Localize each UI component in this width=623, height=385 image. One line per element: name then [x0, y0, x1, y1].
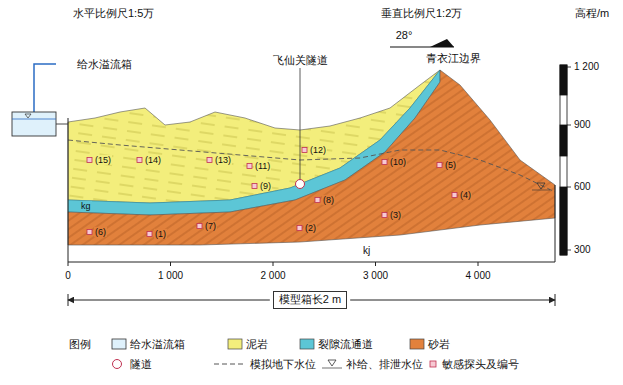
scale-note: 水平比例尺1:5万 — [72, 7, 155, 20]
legend-text: 敏感探头及编号 — [442, 358, 519, 371]
legend-title: 图例 — [68, 338, 92, 351]
sensor-number: (9) — [259, 181, 272, 191]
sensor-marker — [382, 213, 387, 218]
legend-text: 模拟地下水位 — [250, 358, 316, 371]
model-frame — [68, 118, 555, 262]
sensor-number: (11) — [254, 161, 271, 171]
dimension-tick — [555, 294, 556, 306]
sensor-number: (2) — [304, 223, 317, 233]
strata-code: kg — [80, 201, 92, 211]
legend-text: 裂隙流通道 — [318, 338, 373, 351]
groundwater-line — [68, 140, 555, 192]
sensor-number: (12) — [309, 145, 327, 155]
supply-tank — [12, 64, 68, 136]
sensor-number: (5) — [444, 160, 457, 170]
sensor-number: (6) — [94, 227, 107, 237]
elevation-bar — [560, 65, 571, 255]
legend-text: 隧道 — [130, 358, 152, 371]
sensor-marker — [207, 158, 212, 163]
sensor-number: (1) — [154, 229, 167, 239]
sensor-marker — [302, 148, 307, 153]
sensor-marker — [87, 230, 92, 235]
legend-text: 给水溢流箱 — [130, 338, 185, 351]
legend-text: 砂岩 — [428, 338, 450, 351]
axis-label: 3 000 — [362, 270, 389, 282]
tunnel-label: 飞仙关隧道 — [272, 54, 329, 67]
sensor-marker — [297, 226, 302, 231]
sensor-number: (15) — [94, 155, 112, 165]
sensor-marker — [252, 184, 257, 189]
sensor-number: (10) — [389, 157, 407, 167]
legend-swatch — [228, 339, 242, 349]
dimension-tick — [68, 294, 69, 306]
legend-tunnel-icon — [113, 360, 122, 369]
axis-label: 1 200 — [573, 61, 600, 73]
sensor-marker — [382, 160, 387, 165]
legend-swatch — [300, 339, 314, 349]
legend-text: 泥岩 — [246, 338, 268, 351]
legend-swatch — [410, 339, 424, 349]
sensor-number: (13) — [214, 155, 232, 165]
sensor-marker — [87, 158, 92, 163]
sensor-marker — [437, 163, 442, 168]
sensor-number: (4) — [459, 190, 472, 200]
axis-label: 0 — [64, 270, 72, 282]
sensor-number: (3) — [389, 210, 402, 220]
dip-angle: 28° — [395, 29, 414, 42]
sensor-number: (8) — [322, 195, 335, 205]
axis-ticks — [68, 262, 478, 266]
tank-label: 给水溢流箱 — [76, 58, 133, 71]
legend-tank-icon — [112, 339, 126, 349]
axis-title: 高程/m — [574, 7, 610, 20]
discharge-level — [532, 183, 550, 190]
axis-label: 900 — [573, 119, 592, 131]
sensor-number: (14) — [144, 155, 162, 165]
sensor-marker — [452, 193, 457, 198]
legend-level-icon — [322, 368, 342, 369]
legend-sensor-icon — [430, 361, 436, 367]
axis-label: 1 000 — [157, 270, 184, 282]
dimension-line — [350, 300, 555, 301]
dimension-line — [68, 300, 270, 301]
sensor-number: (7) — [204, 221, 217, 231]
boundary-label: 青衣江边界 — [425, 52, 482, 65]
tunnel — [296, 68, 305, 189]
sandstone-layer — [68, 70, 555, 245]
sensor-marker — [137, 158, 142, 163]
scale-note: 垂直比例尺1:2万 — [380, 7, 463, 20]
sensor-marker — [147, 232, 152, 237]
sensor-marker — [247, 164, 252, 169]
sensor-marker — [315, 198, 320, 203]
sensor-marker — [197, 224, 202, 229]
legend-text: 补给、排泄水位 — [346, 358, 423, 371]
axis-label: 4 000 — [464, 270, 491, 282]
axis-label: 600 — [573, 181, 592, 193]
legend-level-icon — [328, 360, 336, 366]
strata-code: kj — [362, 245, 371, 257]
dimension-text: 模型箱长2 m — [279, 293, 341, 306]
axis-label: 2 000 — [259, 270, 286, 282]
dimension-box: 模型箱长2 m — [273, 291, 347, 308]
axis-label: 300 — [573, 244, 592, 256]
legend-dash-icon — [214, 364, 244, 365]
